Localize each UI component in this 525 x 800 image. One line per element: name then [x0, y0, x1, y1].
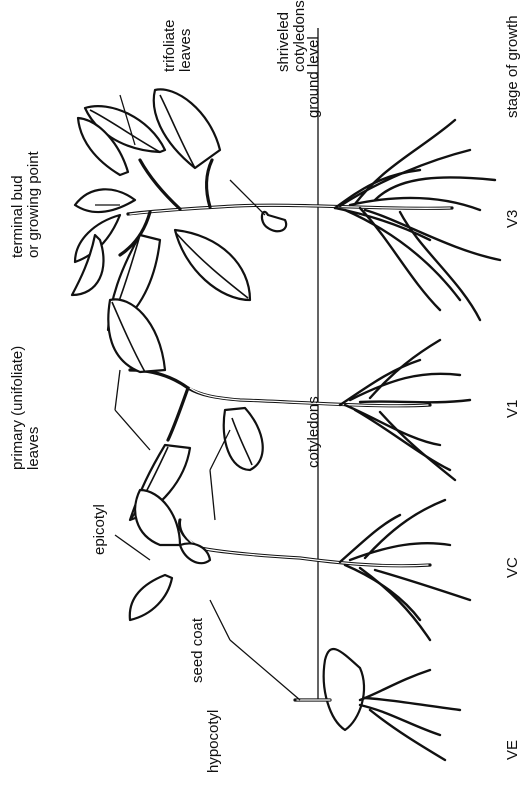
pointer-hypocotyl — [210, 600, 300, 700]
label-terminal-bud: terminal bud or growing point — [10, 151, 42, 258]
label-stage-of-growth: stage of growth — [505, 15, 521, 118]
pointer-epicotyl — [115, 535, 150, 560]
plant-vc — [130, 490, 470, 640]
label-primary-leaves: primary (unifoliate) leaves — [10, 346, 42, 470]
plant-v3 — [72, 89, 500, 330]
stage-label-v3: V3 — [505, 210, 521, 228]
pointer-primary-leaves — [115, 370, 150, 450]
label-epicotyl: epicotyl — [92, 504, 108, 555]
pointer-shriveled-cotyledons — [230, 180, 265, 215]
plant-ve — [295, 649, 460, 760]
stage-label-v1: V1 — [505, 400, 521, 418]
plant-v1 — [108, 299, 470, 520]
label-cotyledons: cotyledons — [306, 396, 322, 468]
stage-label-vc: VC — [505, 557, 521, 578]
label-ground-level: ground level — [306, 36, 322, 118]
label-trifoliate-leaves: trifoliate leaves — [162, 19, 194, 72]
label-seed-coat: seed coat — [190, 618, 206, 683]
label-shriveled-cotyledons: shriveled cotyledons — [276, 0, 308, 72]
label-hypocotyl: hypocotyl — [206, 710, 222, 773]
stage-label-ve: VE — [505, 740, 521, 760]
